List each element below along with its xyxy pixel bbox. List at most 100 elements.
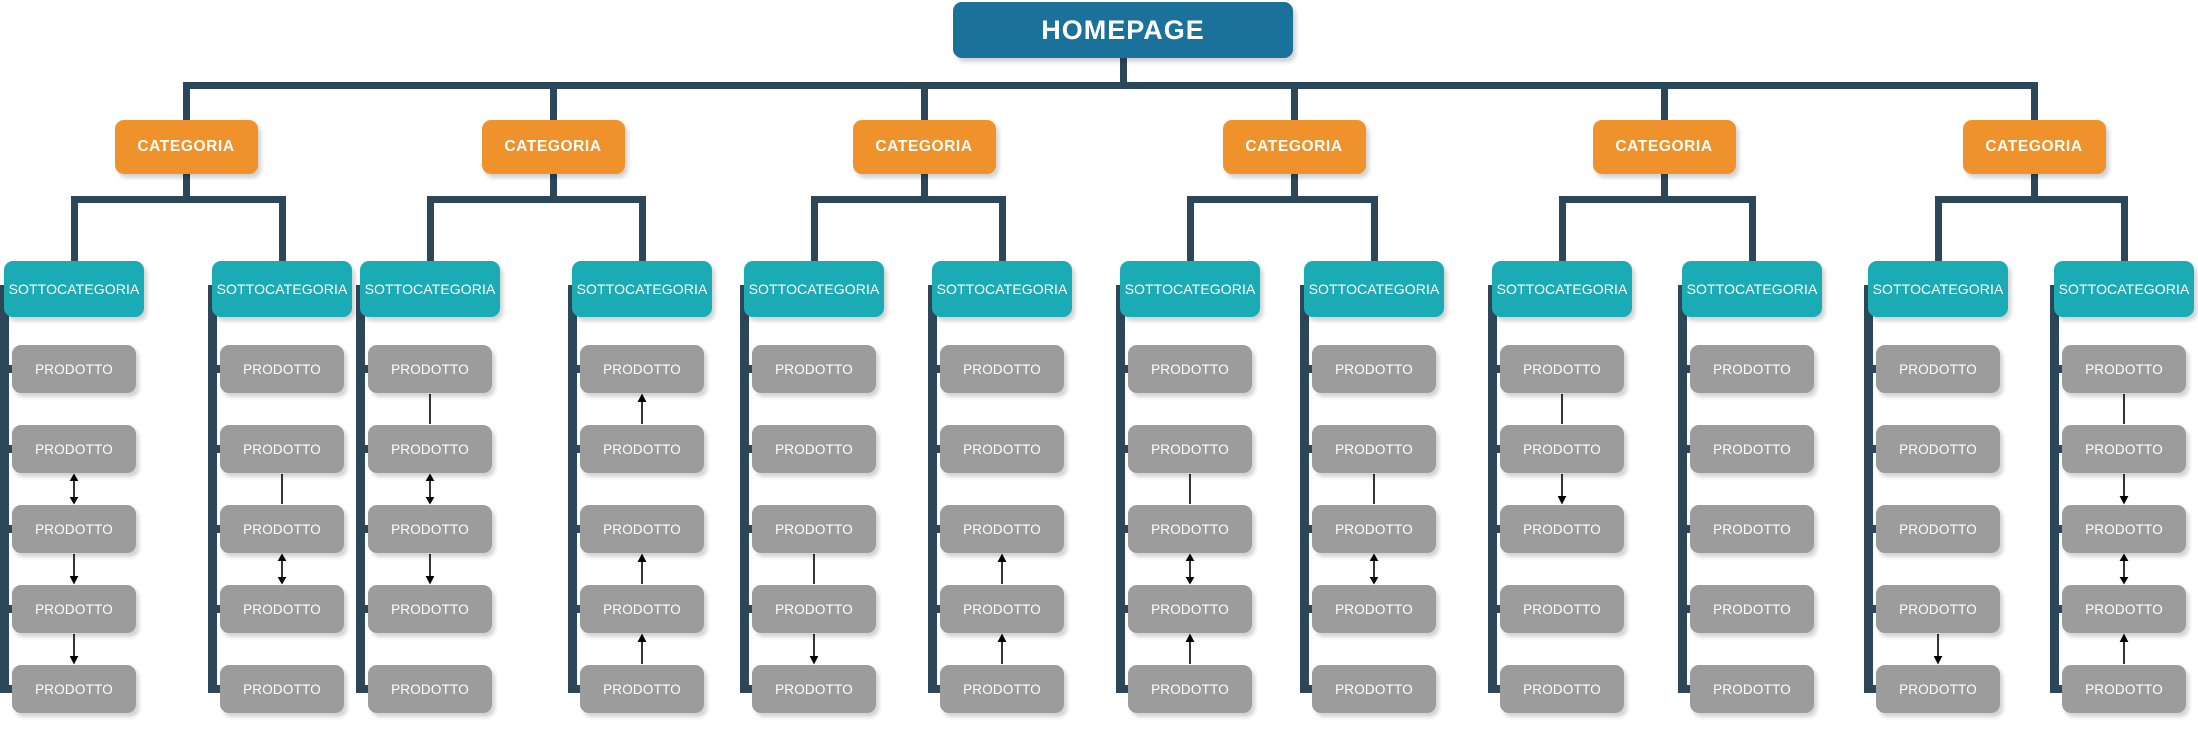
categoria-node-6[interactable]: CATEGORIA bbox=[1962, 120, 2106, 174]
prodotto-label: PRODOTTO bbox=[963, 441, 1041, 457]
prodotto-stub-connector bbox=[740, 365, 760, 373]
prodotto-label: PRODOTTO bbox=[2085, 521, 2163, 537]
prodotto-node-6-2[interactable]: PRODOTTO bbox=[940, 425, 1064, 473]
sottocategoria-node-10[interactable]: SOTTOCATEGORIA bbox=[1682, 261, 1822, 317]
prodotto-node-2-3[interactable]: PRODOTTO bbox=[220, 505, 344, 553]
prodotto-node-9-5[interactable]: PRODOTTO bbox=[1500, 665, 1624, 713]
prodotto-label: PRODOTTO bbox=[391, 361, 469, 377]
prodotto-node-11-5[interactable]: PRODOTTO bbox=[1876, 665, 2000, 713]
prodotto-node-12-4[interactable]: PRODOTTO bbox=[2062, 585, 2186, 633]
prodotto-node-11-2[interactable]: PRODOTTO bbox=[1876, 425, 2000, 473]
prodotto-arrow-down bbox=[65, 633, 83, 665]
prodotto-node-1-4[interactable]: PRODOTTO bbox=[12, 585, 136, 633]
categoria-node-2[interactable]: CATEGORIA bbox=[481, 120, 625, 174]
prodotto-node-4-2[interactable]: PRODOTTO bbox=[580, 425, 704, 473]
prodotto-label: PRODOTTO bbox=[35, 441, 113, 457]
prodotto-node-8-1[interactable]: PRODOTTO bbox=[1312, 345, 1436, 393]
prodotto-node-6-4[interactable]: PRODOTTO bbox=[940, 585, 1064, 633]
prodotto-node-8-4[interactable]: PRODOTTO bbox=[1312, 585, 1436, 633]
sottocategoria-node-5[interactable]: SOTTOCATEGORIA bbox=[744, 261, 884, 317]
prodotto-node-12-2[interactable]: PRODOTTO bbox=[2062, 425, 2186, 473]
homepage-node[interactable]: HOMEPAGE bbox=[953, 2, 1293, 58]
prodotto-node-9-2[interactable]: PRODOTTO bbox=[1500, 425, 1624, 473]
sottocategoria-node-12[interactable]: SOTTOCATEGORIA bbox=[2054, 261, 2194, 317]
prodotto-label: PRODOTTO bbox=[1335, 521, 1413, 537]
prodotto-stub-connector bbox=[928, 685, 948, 693]
prodotto-node-10-3[interactable]: PRODOTTO bbox=[1690, 505, 1814, 553]
prodotto-node-10-1[interactable]: PRODOTTO bbox=[1690, 345, 1814, 393]
prodotto-node-10-5[interactable]: PRODOTTO bbox=[1690, 665, 1814, 713]
categoria-node-3[interactable]: CATEGORIA bbox=[852, 120, 996, 174]
prodotto-node-4-5[interactable]: PRODOTTO bbox=[580, 665, 704, 713]
prodotto-node-5-2[interactable]: PRODOTTO bbox=[752, 425, 876, 473]
categoria-node-5[interactable]: CATEGORIA bbox=[1592, 120, 1736, 174]
prodotto-stub-connector bbox=[1488, 525, 1508, 533]
prodotto-node-3-2[interactable]: PRODOTTO bbox=[368, 425, 492, 473]
prodotto-node-4-3[interactable]: PRODOTTO bbox=[580, 505, 704, 553]
prodotto-node-7-2[interactable]: PRODOTTO bbox=[1128, 425, 1252, 473]
prodotto-node-8-3[interactable]: PRODOTTO bbox=[1312, 505, 1436, 553]
sottocategoria-node-1[interactable]: SOTTOCATEGORIA bbox=[4, 261, 144, 317]
prodotto-stub-connector bbox=[1300, 445, 1320, 453]
prodotto-node-2-2[interactable]: PRODOTTO bbox=[220, 425, 344, 473]
sottocategoria-node-7[interactable]: SOTTOCATEGORIA bbox=[1120, 261, 1260, 317]
prodotto-node-9-1[interactable]: PRODOTTO bbox=[1500, 345, 1624, 393]
prodotto-node-7-3[interactable]: PRODOTTO bbox=[1128, 505, 1252, 553]
prodotto-node-3-4[interactable]: PRODOTTO bbox=[368, 585, 492, 633]
prodotto-node-2-5[interactable]: PRODOTTO bbox=[220, 665, 344, 713]
prodotto-stub-connector bbox=[1116, 605, 1136, 613]
sottocategoria-node-3[interactable]: SOTTOCATEGORIA bbox=[360, 261, 500, 317]
prodotto-node-6-5[interactable]: PRODOTTO bbox=[940, 665, 1064, 713]
prodotto-arrow-up bbox=[633, 393, 651, 425]
prodotto-node-9-3[interactable]: PRODOTTO bbox=[1500, 505, 1624, 553]
sottocategoria-node-11[interactable]: SOTTOCATEGORIA bbox=[1868, 261, 2008, 317]
sottocategoria-node-2[interactable]: SOTTOCATEGORIA bbox=[212, 261, 352, 317]
prodotto-label: PRODOTTO bbox=[243, 681, 321, 697]
prodotto-node-11-3[interactable]: PRODOTTO bbox=[1876, 505, 2000, 553]
prodotto-node-4-1[interactable]: PRODOTTO bbox=[580, 345, 704, 393]
sottocategoria-riser-connector bbox=[811, 196, 818, 261]
prodotto-stub-connector bbox=[568, 365, 588, 373]
prodotto-stub-connector bbox=[568, 685, 588, 693]
prodotto-arrow-up bbox=[2115, 633, 2133, 665]
prodotto-node-4-4[interactable]: PRODOTTO bbox=[580, 585, 704, 633]
prodotto-node-10-2[interactable]: PRODOTTO bbox=[1690, 425, 1814, 473]
prodotto-node-5-3[interactable]: PRODOTTO bbox=[752, 505, 876, 553]
prodotto-node-12-1[interactable]: PRODOTTO bbox=[2062, 345, 2186, 393]
prodotto-node-9-4[interactable]: PRODOTTO bbox=[1500, 585, 1624, 633]
prodotto-node-10-4[interactable]: PRODOTTO bbox=[1690, 585, 1814, 633]
sottocategoria-bus-connector bbox=[71, 196, 286, 203]
prodotto-node-3-1[interactable]: PRODOTTO bbox=[368, 345, 492, 393]
sottocategoria-node-6[interactable]: SOTTOCATEGORIA bbox=[932, 261, 1072, 317]
categoria-node-1[interactable]: CATEGORIA bbox=[114, 120, 258, 174]
prodotto-node-8-2[interactable]: PRODOTTO bbox=[1312, 425, 1436, 473]
categoria-node-4[interactable]: CATEGORIA bbox=[1222, 120, 1366, 174]
prodotto-node-3-3[interactable]: PRODOTTO bbox=[368, 505, 492, 553]
prodotto-node-1-5[interactable]: PRODOTTO bbox=[12, 665, 136, 713]
prodotto-node-12-3[interactable]: PRODOTTO bbox=[2062, 505, 2186, 553]
prodotto-node-7-4[interactable]: PRODOTTO bbox=[1128, 585, 1252, 633]
sottocategoria-node-4[interactable]: SOTTOCATEGORIA bbox=[572, 261, 712, 317]
prodotto-node-3-5[interactable]: PRODOTTO bbox=[368, 665, 492, 713]
prodotto-node-5-5[interactable]: PRODOTTO bbox=[752, 665, 876, 713]
prodotto-node-7-5[interactable]: PRODOTTO bbox=[1128, 665, 1252, 713]
prodotto-node-8-5[interactable]: PRODOTTO bbox=[1312, 665, 1436, 713]
prodotto-stub-connector bbox=[356, 605, 376, 613]
prodotto-node-1-1[interactable]: PRODOTTO bbox=[12, 345, 136, 393]
prodotto-node-11-4[interactable]: PRODOTTO bbox=[1876, 585, 2000, 633]
prodotto-node-7-1[interactable]: PRODOTTO bbox=[1128, 345, 1252, 393]
prodotto-node-6-1[interactable]: PRODOTTO bbox=[940, 345, 1064, 393]
sottocategoria-node-8[interactable]: SOTTOCATEGORIA bbox=[1304, 261, 1444, 317]
prodotto-node-6-3[interactable]: PRODOTTO bbox=[940, 505, 1064, 553]
sottocategoria-node-9[interactable]: SOTTOCATEGORIA bbox=[1492, 261, 1632, 317]
prodotto-node-11-1[interactable]: PRODOTTO bbox=[1876, 345, 2000, 393]
prodotto-node-2-4[interactable]: PRODOTTO bbox=[220, 585, 344, 633]
prodotto-node-5-4[interactable]: PRODOTTO bbox=[752, 585, 876, 633]
prodotto-node-12-5[interactable]: PRODOTTO bbox=[2062, 665, 2186, 713]
prodotto-trunk-connector bbox=[1300, 285, 1309, 693]
homepage-label: HOMEPAGE bbox=[1041, 14, 1205, 45]
prodotto-node-2-1[interactable]: PRODOTTO bbox=[220, 345, 344, 393]
prodotto-node-1-3[interactable]: PRODOTTO bbox=[12, 505, 136, 553]
prodotto-node-1-2[interactable]: PRODOTTO bbox=[12, 425, 136, 473]
prodotto-node-5-1[interactable]: PRODOTTO bbox=[752, 345, 876, 393]
